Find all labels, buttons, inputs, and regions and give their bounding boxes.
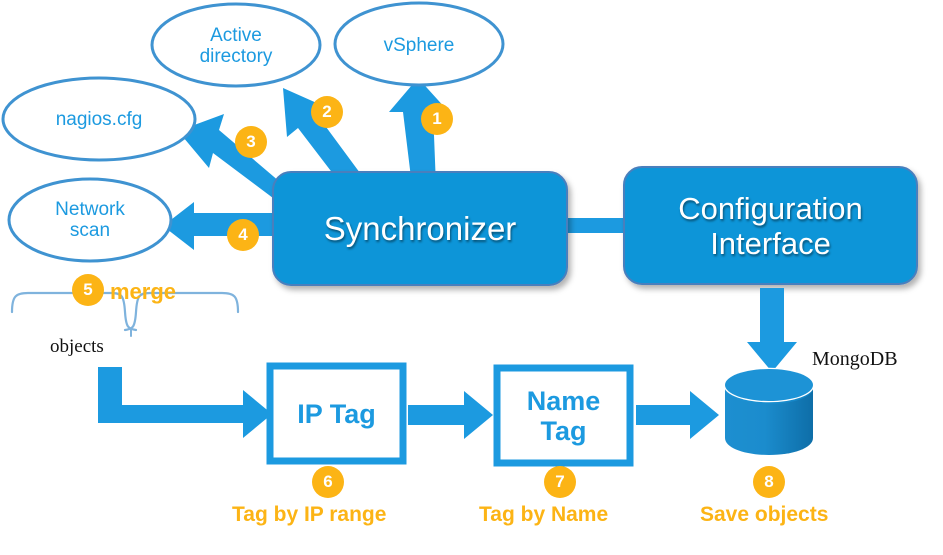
save-objects-label-text: Save objects — [700, 503, 829, 526]
objects-label-text: objects — [50, 336, 104, 357]
arrow-ip-tag-to-name-tag — [408, 391, 493, 439]
database-label: MongoDB — [812, 348, 898, 371]
connector-synchronizer-configuration — [560, 218, 630, 233]
arrow-configuration-to-database — [747, 288, 797, 372]
source-ellipse-nagios-cfg[interactable] — [1, 76, 197, 162]
arrow-objects-to-ip-tag — [98, 367, 272, 438]
ip-tag-box[interactable] — [266, 362, 407, 465]
merge-label-text: merge — [110, 279, 177, 304]
name-tag-box[interactable] — [493, 364, 634, 467]
step-badge-5[interactable]: 5 — [72, 274, 104, 306]
step-badge-2-number: 2 — [322, 102, 332, 121]
tag-by-name-label: Tag by Name — [479, 503, 608, 527]
objects-label: objects — [50, 336, 104, 358]
step-badge-5-number: 5 — [83, 280, 93, 299]
source-ellipse-vsphere[interactable] — [333, 1, 505, 87]
save-objects-label: Save objects — [700, 503, 828, 527]
merge-bracket — [10, 291, 240, 337]
source-ellipse-active-directory[interactable] — [150, 2, 322, 88]
step-badge-7-number: 7 — [555, 472, 565, 491]
tag-by-name-label-text: Tag by Name — [479, 503, 609, 526]
step-badge-1-number: 1 — [432, 109, 442, 128]
step-badge-3-number: 3 — [246, 132, 256, 151]
step-badge-1[interactable]: 1 — [421, 103, 453, 135]
arrow-to-active-directory — [283, 88, 374, 196]
merge-label: merge — [110, 279, 176, 305]
step-badge-7[interactable]: 7 — [544, 466, 576, 498]
step-badge-3[interactable]: 3 — [235, 126, 267, 158]
database-label-text: MongoDB — [812, 348, 898, 370]
step-badge-6-number: 6 — [323, 472, 333, 491]
step-badge-4[interactable]: 4 — [227, 219, 259, 251]
tag-by-ip-range-label: Tag by IP range — [232, 503, 386, 527]
database-cylinder-icon[interactable] — [723, 367, 815, 455]
source-ellipse-network-scan[interactable] — [7, 177, 173, 263]
synchronizer-box[interactable] — [272, 171, 568, 286]
step-badge-8[interactable]: 8 — [753, 466, 785, 498]
tag-by-ip-range-label-text: Tag by IP range — [232, 503, 387, 526]
arrow-name-tag-to-database — [636, 391, 719, 439]
step-badge-2[interactable]: 2 — [311, 96, 343, 128]
step-badge-4-number: 4 — [238, 225, 248, 244]
arrow-to-network-scan — [163, 202, 288, 250]
step-badge-8-number: 8 — [764, 472, 774, 491]
configuration-interface-box[interactable] — [623, 166, 918, 285]
step-badge-6[interactable]: 6 — [312, 466, 344, 498]
